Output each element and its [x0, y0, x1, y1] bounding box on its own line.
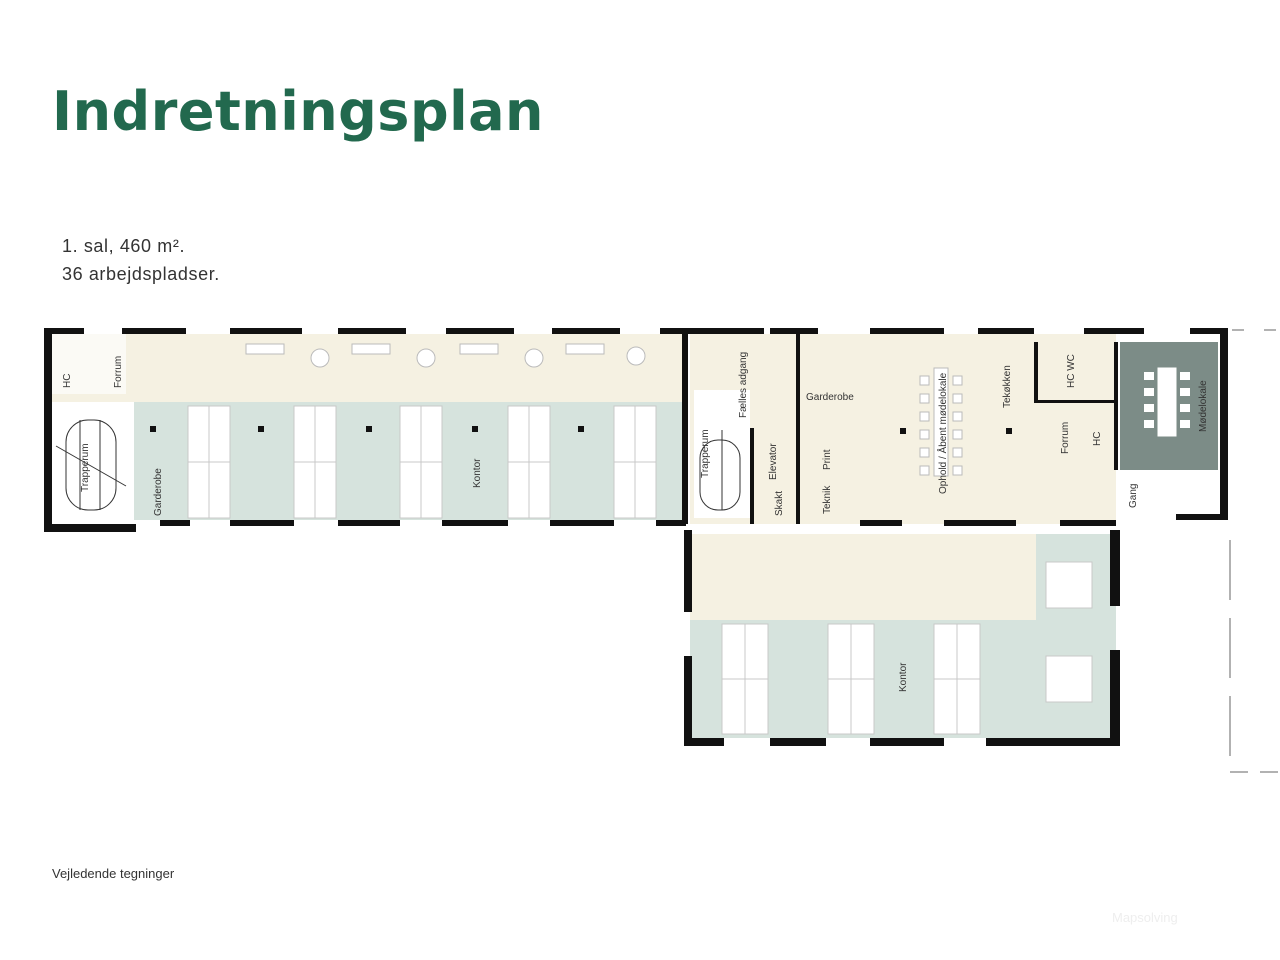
label-print: Print — [822, 449, 833, 470]
label-ophold: Ophold / Åbent mødelokale — [936, 372, 949, 494]
label-forrum-left: Forrum — [113, 356, 124, 388]
label-tekokken: Tekøkken — [1002, 365, 1013, 408]
walls — [44, 328, 1228, 746]
desk-cluster — [1045, 561, 1093, 609]
label-kontor-lower: Kontor — [898, 662, 909, 692]
stair-left-fill — [56, 404, 126, 520]
label-hc-wc: HC WC — [1066, 354, 1077, 388]
label-kontor-left: Kontor — [472, 458, 483, 488]
dashed-outline — [1229, 329, 1278, 773]
footnote: Vejledende tegninger — [52, 866, 175, 881]
label-hc-right: HC — [1092, 432, 1103, 446]
label-elevator: Elevator — [768, 443, 779, 480]
plan-info: 1. sal, 460 m². 36 arbejdspladser. — [62, 232, 220, 288]
label-trapperum-left: Trapperum — [80, 443, 91, 492]
label-gang: Gang — [1128, 484, 1139, 508]
label-trapperum-mid: Trapperum — [700, 429, 711, 478]
stair-mid — [699, 430, 741, 511]
meeting-table — [1144, 367, 1190, 437]
label-garderobe-mid: Garderobe — [806, 392, 854, 403]
lower-lounge — [690, 534, 1036, 620]
floor-fills — [50, 334, 1218, 738]
open-meeting-table — [919, 367, 963, 477]
label-faelles-adgang: Fælles adgang — [738, 352, 749, 418]
wc-area-left — [50, 334, 126, 394]
desk-cluster — [1045, 655, 1093, 703]
desks-lower — [721, 561, 1093, 735]
workstation-count: 36 arbejdspladser. — [62, 264, 220, 284]
watermark-logo: Mapsolving — [1112, 910, 1178, 925]
label-forrum-right: Forrum — [1060, 422, 1071, 454]
label-modelokale: Mødelokale — [1198, 380, 1209, 432]
room-labels: HC Forrum Trapperum Garderobe Kontor Fæl… — [62, 352, 1209, 692]
label-teknik: Teknik — [822, 485, 833, 514]
desks-left — [187, 405, 657, 519]
label-skakt: Skakt — [774, 491, 785, 516]
label-garderobe-left: Garderobe — [153, 468, 164, 516]
stair-left — [55, 419, 127, 511]
corridor-furniture — [245, 343, 646, 368]
columns — [150, 426, 1012, 434]
page-title: Indretningsplan — [52, 80, 544, 143]
label-hc-left: HC — [62, 374, 73, 388]
floor-area: 1. sal, 460 m². — [62, 236, 186, 256]
